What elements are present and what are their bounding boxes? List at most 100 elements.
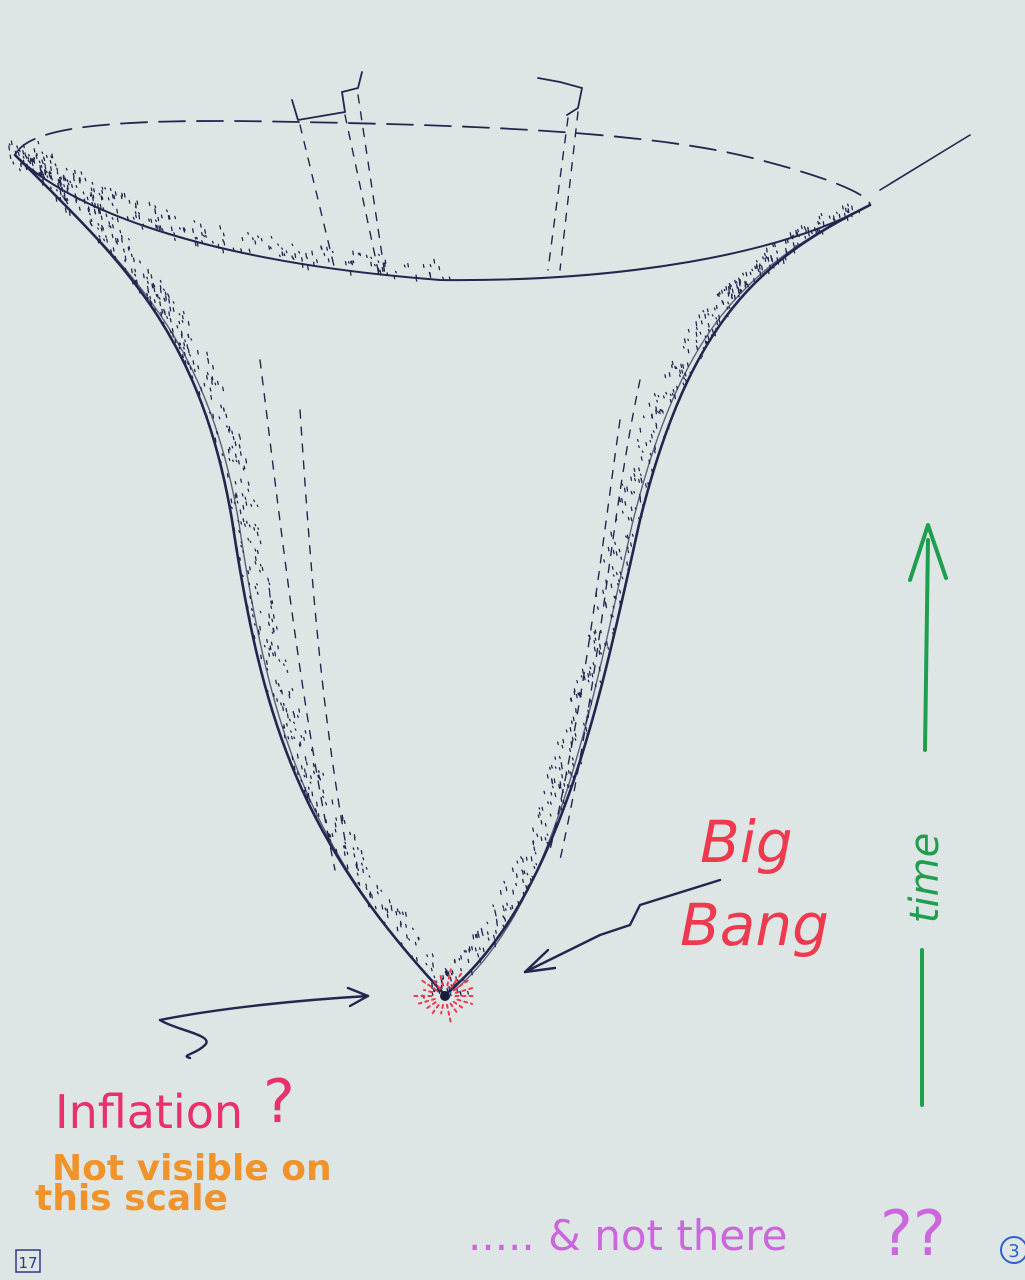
stipple-dot	[107, 239, 108, 242]
stipple-dot	[729, 290, 730, 294]
stipple-dot	[382, 905, 383, 909]
stipple-dot	[183, 316, 184, 319]
stipple-dot	[726, 287, 727, 290]
stipple-dot	[796, 230, 797, 234]
stipple-dot	[352, 261, 353, 265]
stipple-dot	[64, 193, 65, 195]
stipple-dot	[102, 197, 103, 199]
stipple-dot	[172, 329, 173, 332]
stipple-dot	[255, 562, 256, 564]
stipple-dot	[51, 176, 52, 178]
stipple-dot	[188, 334, 189, 337]
stipple-dot	[164, 298, 165, 300]
stipple-dot	[371, 257, 372, 258]
stipple-dot	[80, 178, 81, 181]
stipple-dot	[241, 546, 242, 547]
stipple-dot	[156, 295, 157, 296]
stipple-dot	[149, 202, 150, 205]
stipple-dot	[201, 224, 202, 227]
stipple-dot	[232, 507, 233, 508]
stipple-dot	[847, 211, 848, 212]
stipple-dot	[560, 782, 561, 785]
stipple-dot	[310, 782, 311, 783]
stipple-dot	[32, 163, 33, 165]
stipple-dot	[766, 257, 767, 258]
stipple-dot	[95, 203, 96, 205]
stipple-dot	[670, 400, 671, 402]
stipple-dot	[719, 320, 720, 323]
stipple-dot	[168, 216, 169, 219]
stipple-dot	[267, 668, 268, 669]
stipple-dot	[294, 737, 295, 738]
stipple-dot	[336, 818, 337, 820]
stipple-dot	[475, 948, 476, 951]
stipple-dot	[241, 479, 242, 482]
big-bang-label-line1: Big	[700, 808, 793, 876]
stipple-dot	[443, 277, 444, 278]
stipple-dot	[280, 691, 281, 692]
stipple-dot	[81, 172, 82, 174]
stipple-dot	[281, 703, 282, 705]
stipple-dot	[626, 536, 627, 537]
stipple-dot	[561, 763, 562, 766]
stipple-dot	[92, 182, 93, 184]
stipple-dot	[729, 287, 730, 289]
stipple-dot	[468, 959, 469, 962]
stipple-dot	[353, 848, 354, 849]
stipple-dot	[64, 185, 65, 187]
slide-number: 17	[18, 1254, 37, 1272]
stipple-dot	[243, 468, 244, 470]
stipple-dot	[271, 606, 272, 608]
stipple-dot	[57, 190, 58, 191]
stipple-dot	[76, 200, 77, 203]
stipple-dot	[547, 775, 548, 778]
stipple-dot	[308, 787, 309, 789]
stipple-dot	[137, 201, 138, 204]
stipple-dot	[332, 800, 333, 804]
stipple-dot	[391, 909, 392, 911]
stipple-dot	[344, 846, 345, 848]
stipple-dot	[526, 857, 527, 860]
stipple-dot	[379, 254, 380, 255]
stipple-dot	[63, 196, 64, 197]
stipple-dot	[91, 193, 92, 196]
stipple-dot	[408, 264, 409, 267]
stipple-dot	[705, 341, 706, 343]
stipple-dot	[51, 167, 52, 171]
stipple-dot	[430, 274, 431, 278]
stipple-dot	[593, 663, 594, 665]
stipple-dot	[739, 278, 740, 280]
stipple-dot	[286, 251, 287, 253]
stipple-dot	[248, 482, 249, 485]
stipple-dot	[151, 275, 152, 278]
stipple-dot	[363, 858, 364, 860]
stipple-dot	[159, 298, 160, 299]
stipple-dot	[621, 557, 622, 559]
stipple-dot	[558, 742, 559, 744]
stipple-dot	[423, 265, 424, 268]
stipple-dot	[656, 410, 657, 414]
stipple-dot	[63, 177, 64, 180]
stipple-dot	[627, 535, 628, 538]
stipple-dot	[195, 237, 196, 238]
stipple-dot	[652, 415, 653, 418]
stipple-dot	[577, 681, 578, 683]
stipple-dot	[248, 233, 249, 235]
stipple-dot	[570, 728, 571, 732]
stipple-dot	[273, 653, 274, 656]
stipple-dot	[783, 260, 784, 264]
stipple-dot	[564, 784, 565, 786]
stipple-dot	[21, 163, 22, 166]
stipple-dot	[197, 243, 198, 246]
stipple-dot	[323, 790, 324, 793]
stipple-dot	[255, 586, 256, 588]
stipple-dot	[569, 771, 570, 774]
stipple-dot	[584, 677, 585, 680]
stipple-dot	[652, 435, 653, 438]
stipple-dot	[289, 695, 290, 698]
stipple-dot	[378, 271, 379, 274]
stipple-dot	[846, 208, 847, 211]
stipple-dot	[284, 254, 285, 256]
stipple-dot	[729, 284, 730, 286]
stipple-dot	[156, 220, 157, 221]
